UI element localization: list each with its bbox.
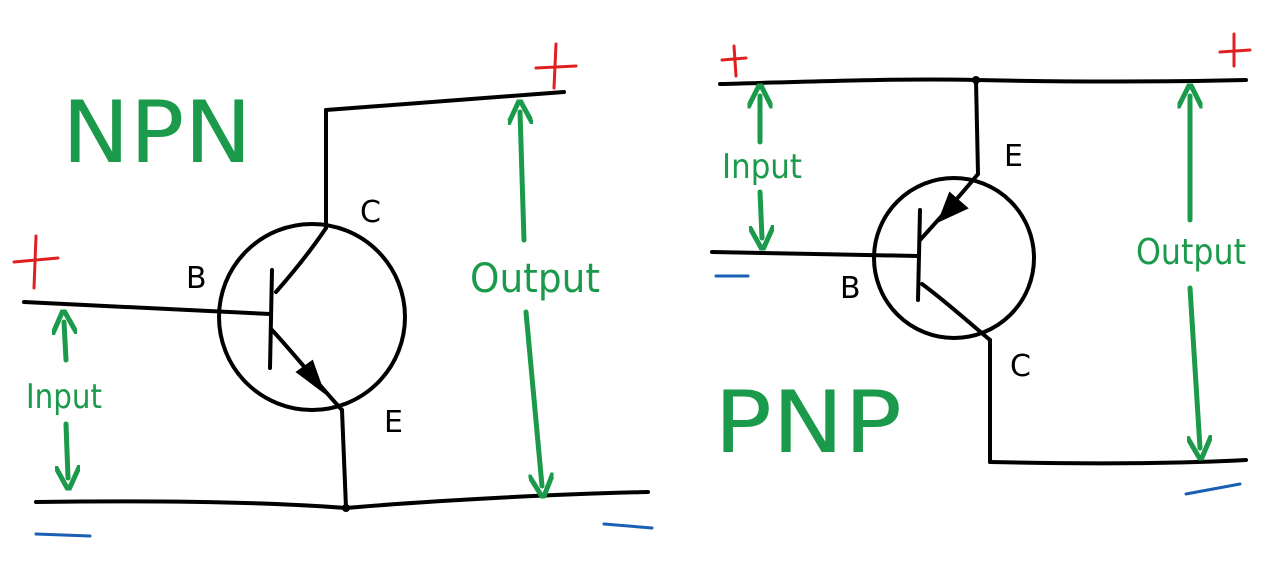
pnp-circuit: PNP B E C Input Output xyxy=(710,32,1252,496)
pnp-base-label: B xyxy=(840,271,861,306)
pnp-bottom-rail xyxy=(988,458,1248,466)
pnp-emitter-label: E xyxy=(1004,139,1023,174)
pnp-transistor-body xyxy=(872,176,1036,340)
pnp-output-label: Output xyxy=(1136,232,1246,273)
npn-base-label: B xyxy=(186,261,207,296)
npn-input-positive-mark xyxy=(12,234,60,290)
npn-output-arrow-up xyxy=(520,112,524,243)
npn-collector-lead xyxy=(274,226,328,294)
npn-emitter-arrow xyxy=(295,359,326,395)
pnp-top-rail xyxy=(718,77,1248,86)
pnp-input-label: Input xyxy=(722,147,802,187)
npn-input-label: Input xyxy=(26,377,102,417)
pnp-base-bar xyxy=(916,208,922,302)
npn-collector-label: C xyxy=(360,195,381,230)
npn-transistor-body xyxy=(217,222,407,412)
npn-input-arrow-down xyxy=(66,421,68,478)
npn-emitter-label: E xyxy=(384,405,403,440)
npn-output-negative-mark xyxy=(602,522,654,530)
pnp-output-arrow-down xyxy=(1190,285,1200,448)
npn-base-bar xyxy=(268,268,274,370)
pnp-input-positive-mark xyxy=(720,44,748,78)
npn-circuit: NPN B C E Input Output xyxy=(12,42,654,538)
npn-top-wire xyxy=(324,90,566,112)
npn-input-arrow-up xyxy=(64,322,66,363)
pnp-collector-lead xyxy=(920,282,992,342)
npn-output-label: Output xyxy=(470,256,600,302)
pnp-emitter-wire xyxy=(974,78,980,176)
npn-output-positive-mark xyxy=(534,42,578,90)
pnp-output-positive-mark xyxy=(1218,32,1252,68)
pnp-title: PNP xyxy=(714,373,902,473)
pnp-input-wire xyxy=(710,250,920,258)
pnp-collector-label: C xyxy=(1010,349,1031,384)
npn-input-negative-mark xyxy=(34,532,92,538)
pnp-input-arrow-down xyxy=(760,189,762,238)
npn-ground-rail xyxy=(34,490,650,510)
npn-output-arrow-down xyxy=(523,309,542,486)
npn-emitter-wire xyxy=(340,408,348,510)
npn-input-wire xyxy=(22,300,272,316)
npn-title: NPN xyxy=(62,83,252,183)
pnp-emitter-arrow xyxy=(937,191,969,223)
pnp-output-negative-mark xyxy=(1184,482,1242,496)
